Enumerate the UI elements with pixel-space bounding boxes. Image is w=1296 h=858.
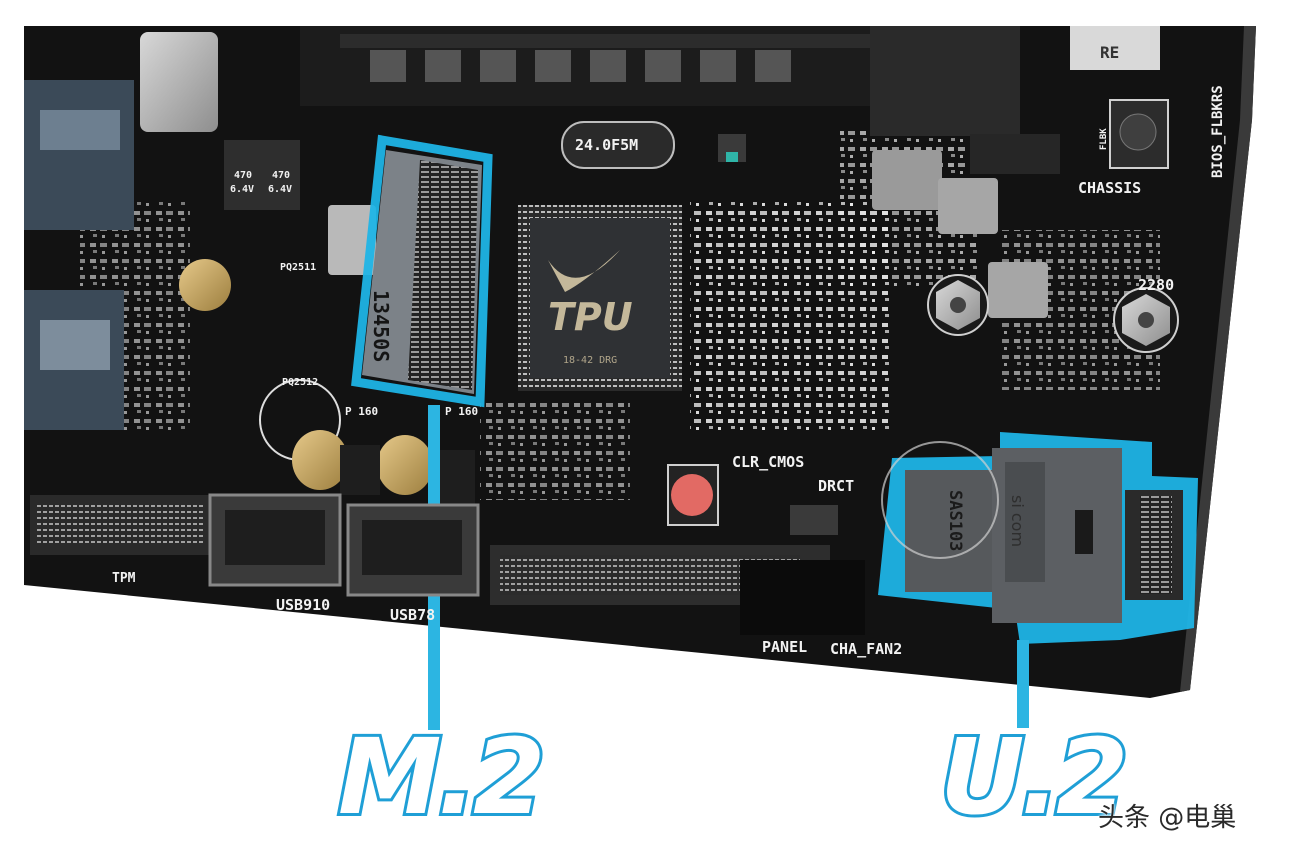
svg-text:FLBK: FLBK xyxy=(1099,128,1109,150)
m2-slot: 13450S xyxy=(351,134,493,408)
svg-text:470: 470 xyxy=(272,170,290,181)
usb78-label: USB78 xyxy=(390,606,435,624)
svg-text:13450S: 13450S xyxy=(369,290,393,362)
tpm-label: TPM xyxy=(112,571,136,586)
clr-cmos-label: CLR_CMOS xyxy=(732,453,804,471)
svg-text:SAS103: SAS103 xyxy=(945,490,965,551)
bios-flbk-label: BIOS_FLBKRS xyxy=(1210,85,1226,178)
tpu-marking: 18-42 DRG xyxy=(563,355,617,366)
u2-connector: SAS103 si com xyxy=(878,432,1198,644)
svg-text:470: 470 xyxy=(234,170,252,181)
m2-callout-label: M.2 xyxy=(335,716,548,838)
svg-text:P 160: P 160 xyxy=(345,405,378,418)
m2-2280-label: 2280 xyxy=(1138,276,1174,294)
cha-fan2-label: CHA_FAN2 xyxy=(830,640,902,658)
usb910-label: USB910 xyxy=(276,596,330,614)
svg-text:24.0F5M: 24.0F5M xyxy=(575,136,638,154)
svg-text:RE: RE xyxy=(1100,43,1119,62)
panel-label: PANEL xyxy=(762,638,807,656)
svg-text:6.4V: 6.4V xyxy=(268,184,292,195)
svg-text:P 160: P 160 xyxy=(445,405,478,418)
u2-callout-label: U.2 xyxy=(937,716,1131,838)
tpu-logo: TPU xyxy=(548,295,633,339)
chassis-label: CHASSIS xyxy=(1078,179,1141,197)
drct-label: DRCT xyxy=(818,477,854,495)
clr-cmos-button xyxy=(671,474,713,516)
svg-text:PQ2512: PQ2512 xyxy=(282,377,318,388)
u2-leader-line xyxy=(1017,640,1029,728)
watermark: 头条 @电巢 xyxy=(1098,803,1237,833)
svg-text:6.4V: 6.4V xyxy=(230,184,254,195)
svg-text:PQ2511: PQ2511 xyxy=(280,262,316,273)
svg-text:si com: si com xyxy=(1008,495,1027,547)
